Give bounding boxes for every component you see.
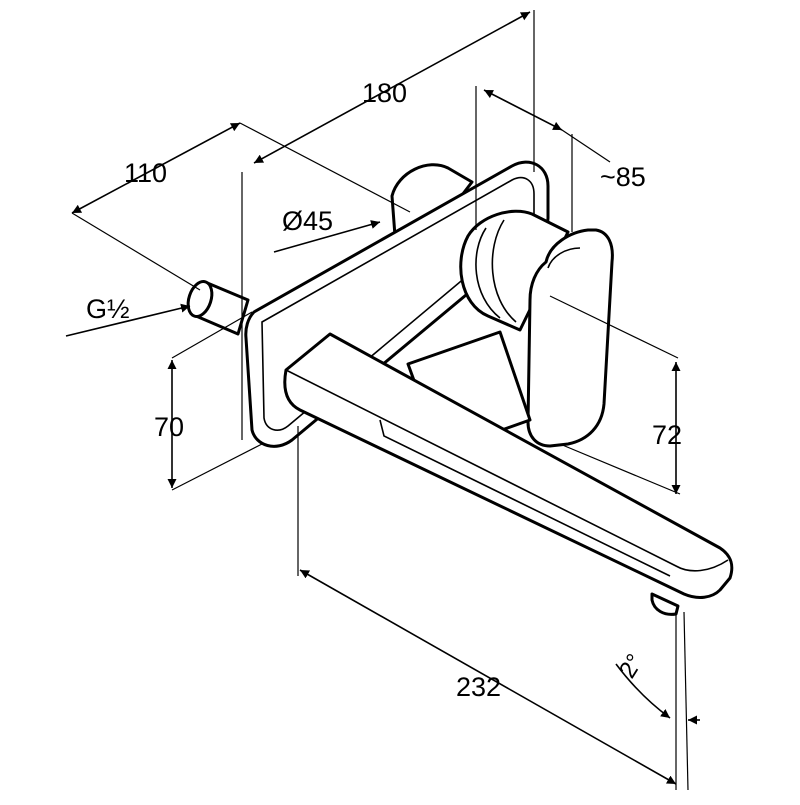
dim-110-ext-left (71, 212, 201, 291)
lever-handle (526, 228, 614, 448)
dim-110-label: 110 (124, 158, 167, 188)
angle-arc (615, 663, 671, 719)
dim-45-leader (273, 220, 381, 253)
dim-72-ext-top (549, 295, 679, 359)
thread-leader (65, 303, 191, 337)
thread-label: G½ (86, 294, 130, 324)
dim-70-ext-bottom (171, 443, 263, 491)
dim-85-leader (561, 129, 611, 163)
angle-ext (683, 611, 689, 791)
dim-180-line (253, 11, 531, 164)
dim-232-label: 232 (456, 672, 501, 702)
dim-180-label: 180 (362, 78, 407, 108)
dim-70-ext-top (171, 311, 253, 359)
dim-110-line (71, 122, 241, 214)
faucet-body (186, 160, 734, 616)
angle-label: 2° (614, 649, 649, 683)
dim-72-label: 72 (652, 420, 682, 450)
dim-85-label: ~85 (600, 162, 646, 192)
dimension-lines (65, 10, 700, 791)
inlet-pipe (186, 280, 250, 336)
dim-85-line (483, 89, 563, 131)
dim-232-line (299, 569, 677, 785)
cartridge (459, 209, 570, 332)
dim-45-label: Ø45 (282, 206, 333, 236)
dim-72-ext-bottom (559, 443, 681, 495)
dim-70-label: 70 (154, 412, 184, 442)
dim-110-ext-right (239, 122, 411, 213)
